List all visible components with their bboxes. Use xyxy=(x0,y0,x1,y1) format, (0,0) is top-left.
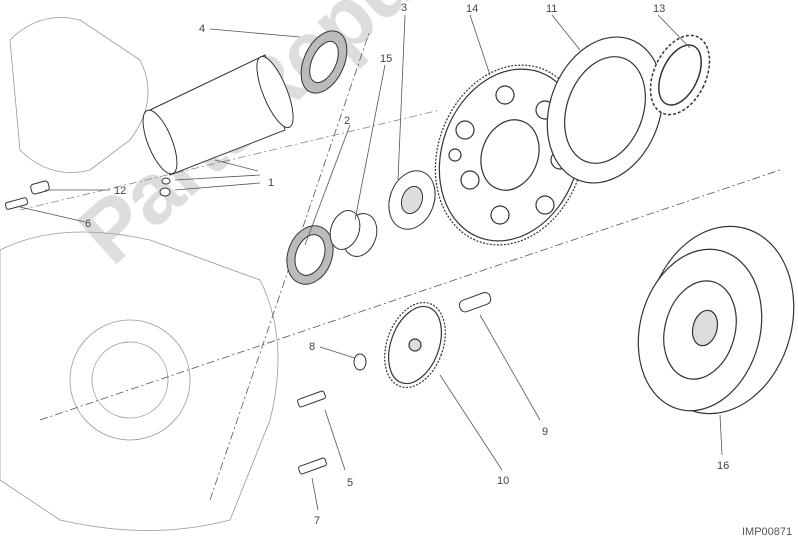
callout-16: 16 xyxy=(717,460,730,472)
callout-5: 5 xyxy=(347,477,354,489)
o-ring-seal xyxy=(300,30,348,94)
callout-10: 10 xyxy=(497,475,510,487)
starter-motor xyxy=(142,54,294,176)
callout-9: 9 xyxy=(542,426,549,438)
callout-2: 2 xyxy=(344,115,351,127)
callout-14: 14 xyxy=(466,3,479,15)
callout-11: 11 xyxy=(546,3,558,15)
callout-4: 4 xyxy=(199,23,206,35)
callout-3: 3 xyxy=(401,2,408,14)
callout-8: 8 xyxy=(309,341,316,353)
callout-6: 6 xyxy=(85,218,92,230)
callout-1: 1 xyxy=(268,177,275,189)
callout-12: 12 xyxy=(114,185,127,197)
engine-case-lower xyxy=(0,231,279,531)
callout-15: 15 xyxy=(380,53,393,65)
idler-shaft xyxy=(458,291,492,313)
bushing xyxy=(329,210,378,257)
flywheel-rotor xyxy=(637,225,795,415)
bolts xyxy=(4,177,327,475)
shim-washer xyxy=(286,225,334,285)
callout-13: 13 xyxy=(653,3,666,15)
starter-clutch-housing xyxy=(546,36,664,184)
one-way-clutch xyxy=(649,34,711,116)
washer xyxy=(353,353,367,371)
image-code: IMP00871 xyxy=(742,526,793,538)
starter-hub xyxy=(388,170,436,230)
engine-case-upper xyxy=(9,17,149,173)
idler-gear xyxy=(384,301,446,389)
callout-7: 7 xyxy=(314,515,321,527)
